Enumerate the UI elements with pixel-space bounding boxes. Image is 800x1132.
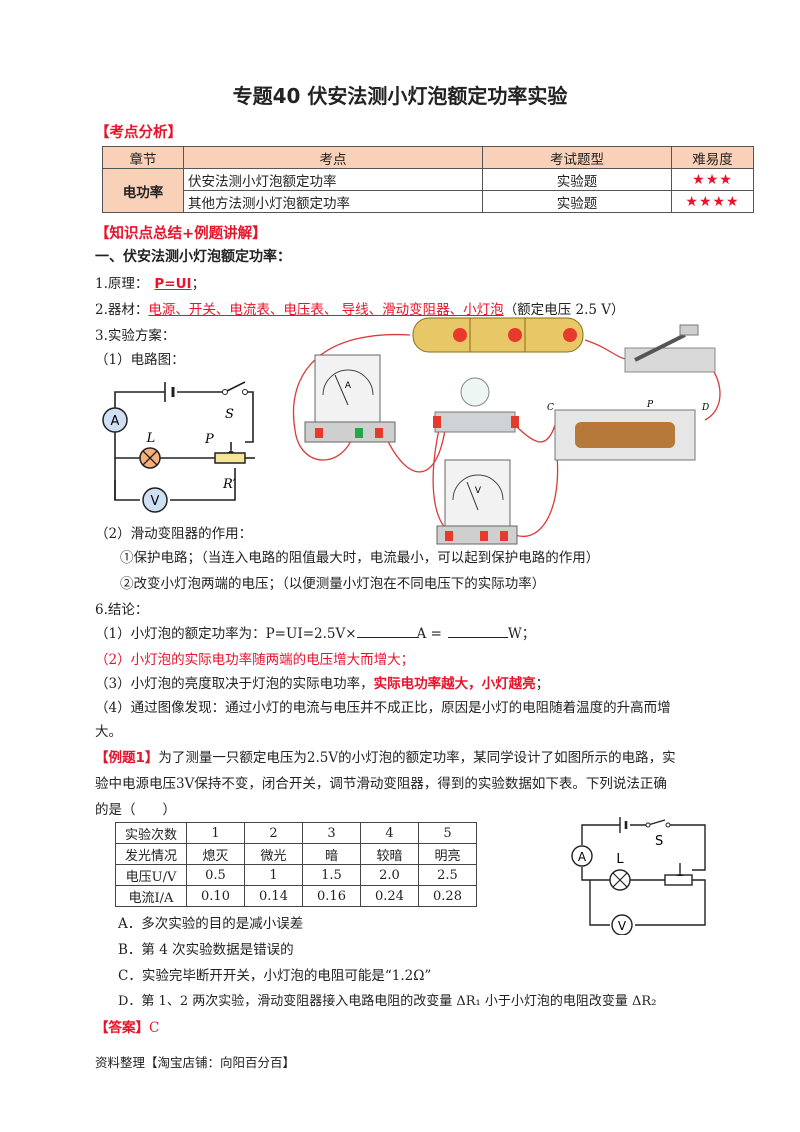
role-item-1: ①保护电路；（当连入电路的阻值最大时，电流最小，可以起到保护电路的作用） (120, 550, 600, 566)
conclusion-3: （3）小灯泡的亮度取决于灯泡的实际电功率，实际电功率越大，小灯越亮； (95, 676, 550, 692)
voltmeter-icon (611, 914, 633, 935)
table-cell: 暗 (302, 843, 361, 865)
table-header: 考试题型 (482, 146, 672, 169)
terminal-d-label: D (701, 403, 709, 413)
table-cell: 4 (360, 822, 419, 844)
table-cell: 实验次数 (115, 822, 187, 844)
slider-label: P (204, 432, 214, 447)
switch-label: S (225, 407, 234, 422)
table-header: 难易度 (671, 146, 754, 169)
table-cell: 0.10 (186, 885, 245, 907)
ammeter-label: A (578, 850, 587, 864)
voltmeter-device-label: V (475, 486, 482, 496)
option-d: D．第 1、2 两次实验，滑动变阻器接入电路电阻的改变量 ΔR₁ 小于小灯泡的电… (118, 994, 657, 1009)
table-cell: 0.28 (418, 885, 477, 907)
table-cell: 1.5 (302, 864, 361, 886)
footer: 资料整理【淘宝店铺：向阳百分百】 (95, 1055, 296, 1070)
difficulty-stars: ★★★★ (671, 190, 754, 213)
voltmeter-device (444, 459, 511, 531)
table-cell: 较暗 (360, 843, 419, 865)
ammeter-device (314, 354, 381, 426)
table-cell: 2.0 (360, 864, 419, 886)
chapter-cell: 电功率 (102, 168, 184, 213)
rheostat-label: R′ (222, 477, 236, 492)
rheostat-role: （2）滑动变阻器的作用： (95, 526, 253, 542)
voltmeter-label: V (151, 494, 160, 509)
option-c: C．实验完毕断开开关，小灯泡的电阻可能是“1.2Ω” (118, 968, 432, 984)
conclusion-4-cont: 大。 (95, 724, 122, 740)
table-cell: 5 (418, 822, 477, 844)
table-cell: 发光情况 (115, 843, 187, 865)
table-cell: 3 (302, 822, 361, 844)
topic-table: 章节 考点 考试题型 难易度 电功率 伏安法测小灯泡额定功率 实验题 ★★★ 其… (102, 146, 754, 213)
principle-line: 1.原理：P=UI； (95, 276, 206, 292)
terminal-c-label: C (547, 403, 554, 413)
voltmeter-icon (142, 487, 168, 513)
battery-icon (412, 317, 584, 353)
rheostat-icon (664, 874, 693, 886)
section-heading-summary: 【知识点总结+例题讲解】 (95, 226, 267, 242)
diagram-caption: （1）电路图： (95, 352, 185, 368)
table-header: 考点 (183, 146, 483, 169)
table-cell: 0.14 (244, 885, 303, 907)
answer-value: C (149, 1020, 160, 1036)
table-header: 章节 (102, 146, 184, 169)
bulb-icon (460, 377, 490, 407)
table-cell: 实验题 (482, 190, 672, 213)
role-item-2: ②改变小灯泡两端的电压；（以便测量小灯泡在不同电压下的实际功率） (120, 576, 546, 592)
answer-line: 【答案】C (95, 1016, 159, 1036)
conclusion-4: （4）通过图像发现：通过小灯的电流与电压并不成正比，原因是小灯的电阻随着温度的升… (95, 700, 671, 716)
ammeter-label: A (111, 414, 120, 429)
example-line-3: 的是（ ） (95, 802, 176, 818)
example-circuit-diagram: S A L V (571, 817, 706, 935)
rheostat-icon (214, 452, 246, 464)
equipment-line: 2.器材：电源、开关、电流表、电压表、 导线、滑动变阻器、小灯泡（额定电压 2.… (95, 302, 625, 318)
principle-formula: P=UI (154, 276, 192, 292)
apparatus-illustration: A C D P V (293, 317, 721, 545)
circuit-diagram: A L P S R′ V (102, 381, 255, 513)
answer-tag: 【答案】 (95, 1020, 149, 1036)
plan-line: 3.实验方案： (95, 328, 176, 344)
example-line-1: 【例题1】为了测量一只额定电压为2.5V的小灯泡的额定功率，某同学设计了如图所示… (95, 750, 676, 766)
lamp-label: L (616, 852, 624, 867)
option-a: A．多次实验的目的是减小误差 (118, 916, 304, 932)
table-cell: 0.24 (360, 885, 419, 907)
table-cell: 0.5 (186, 864, 245, 886)
table-cell: 熄灭 (186, 843, 245, 865)
table-cell: 微光 (244, 843, 303, 865)
example-tag: 【例题1】 (95, 750, 159, 766)
lamp-label: L (146, 431, 156, 446)
conclusion-2: （2）小灯泡的实际电功率随两端的电压增大而增大； (95, 652, 415, 668)
ammeter-icon (102, 407, 128, 433)
option-b: B．第 4 次实验数据是错误的 (118, 942, 294, 958)
table-cell: 伏安法测小灯泡额定功率 (183, 168, 483, 191)
ammeter-device-label: A (345, 381, 352, 391)
page-title: 专题40 伏安法测小灯泡额定功率实验 (232, 84, 568, 108)
subheading: 一、伏安法测小灯泡额定功率： (95, 249, 291, 265)
table-cell: 电流I/A (115, 885, 187, 907)
table-cell: 实验题 (482, 168, 672, 191)
voltmeter-label: V (618, 919, 627, 933)
switch-icon (624, 347, 716, 373)
section-heading-analysis: 【考点分析】 (95, 125, 182, 141)
table-cell: 0.16 (302, 885, 361, 907)
table-cell: 明亮 (418, 843, 477, 865)
table-cell: 1 (186, 822, 245, 844)
switch-label: S (655, 834, 663, 849)
table-cell: 其他方法测小灯泡额定功率 (183, 190, 483, 213)
table-cell: 1 (244, 864, 303, 886)
conclusion-1: （1）小灯泡的额定功率为：P=UI=2.5V×A =W； (95, 626, 536, 642)
example-line-2: 验中电源电压3V保持不变，闭合开关，调节滑动变阻器，得到的实验数据如下表。下列说… (95, 776, 667, 792)
conclusion-heading: 6.结论： (95, 602, 149, 618)
ammeter-icon (571, 845, 593, 867)
table-cell: 2.5 (418, 864, 477, 886)
difficulty-stars: ★★★ (671, 168, 754, 191)
equipment-list: 电源、开关、电流表、电压表、 导线、滑动变阻器、小灯泡 (148, 302, 504, 318)
table-cell: 2 (244, 822, 303, 844)
terminal-p-label: P (646, 400, 654, 410)
table-cell: 电压U/V (115, 864, 187, 886)
